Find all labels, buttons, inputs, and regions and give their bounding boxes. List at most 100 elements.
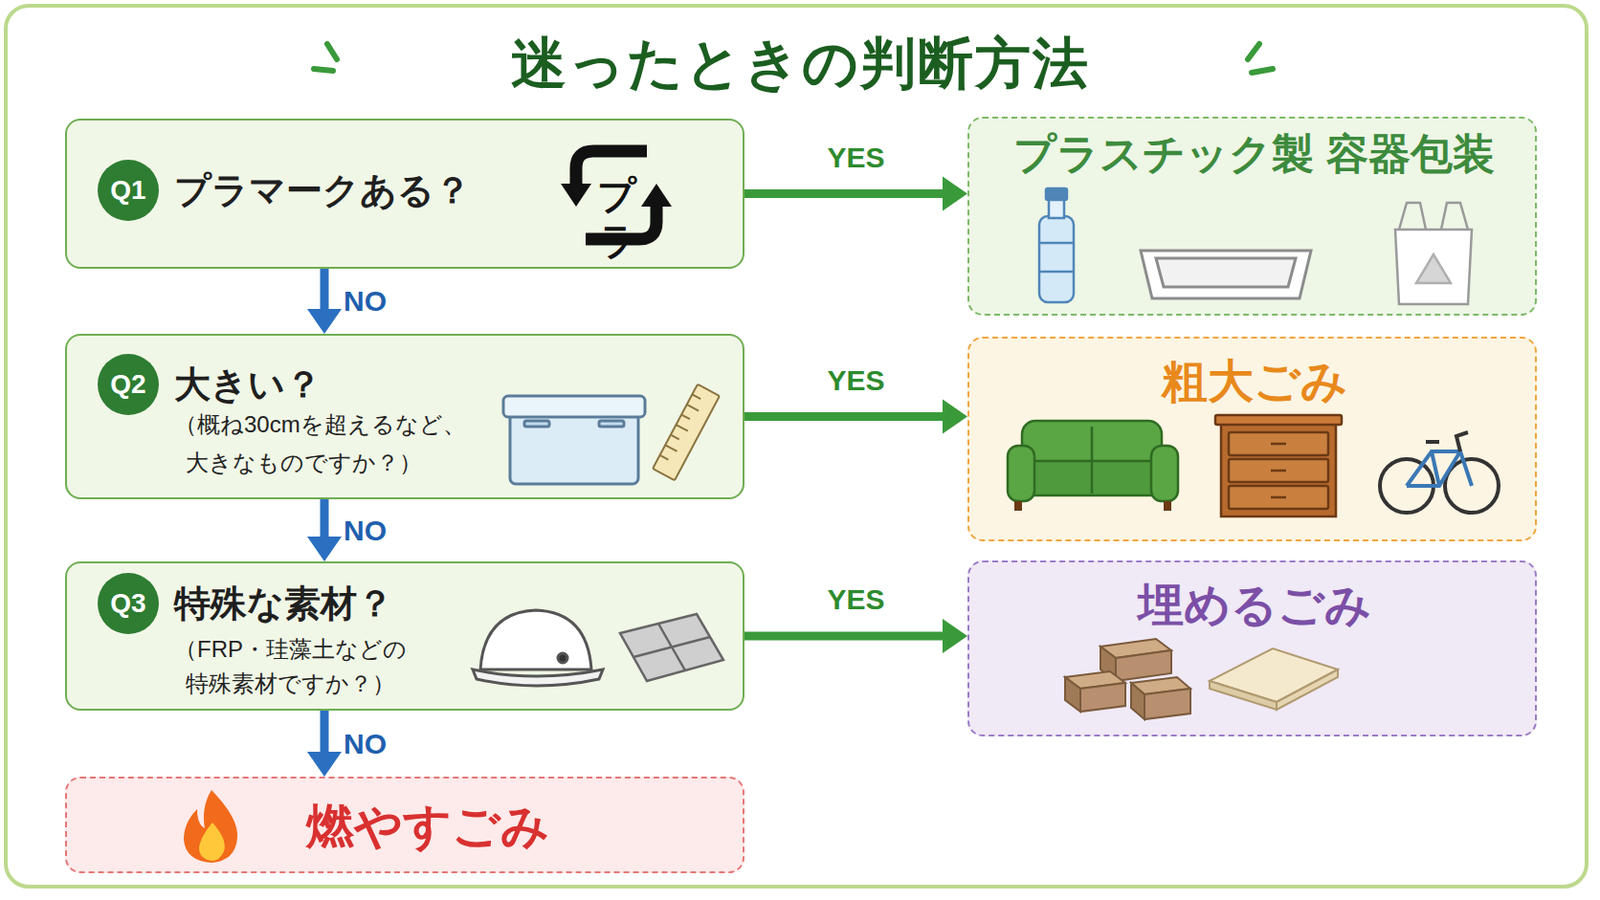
bricks-icon-part xyxy=(1100,646,1116,682)
arrow-line xyxy=(744,412,945,422)
question-badge: Q3 xyxy=(97,573,159,635)
flow-arrow xyxy=(307,268,342,334)
bicycle-icon-part xyxy=(1406,451,1461,487)
node-heading: プラマークある？ xyxy=(174,168,471,213)
helmet-icon xyxy=(472,610,603,687)
title-decoration-part xyxy=(327,44,337,60)
ruler-icon-part xyxy=(660,455,669,461)
drawer-icon-part xyxy=(1228,459,1329,483)
ruler-icon-part xyxy=(670,435,680,441)
question-box: プラマークある？ Q1 xyxy=(65,118,745,269)
flow-arrow xyxy=(744,400,968,435)
bicycle-icon-part xyxy=(1425,440,1440,445)
result-box: 粗大ごみ xyxy=(967,336,1537,542)
storage-box-icon-part xyxy=(503,396,645,418)
title-decoration xyxy=(313,44,1273,73)
node-heading: 大きい？ xyxy=(174,362,322,407)
arrow-line xyxy=(320,711,330,755)
helmet-icon-part xyxy=(472,669,603,687)
result-box: プラスチック製 容器包装 xyxy=(967,116,1537,316)
drawer-icon-part xyxy=(1270,469,1287,473)
bottle-icon-part xyxy=(1045,188,1067,200)
ruler-icon-part xyxy=(665,444,677,452)
helmet-icon-part xyxy=(480,610,592,670)
bricks-icon-part xyxy=(1144,688,1191,720)
drawer-icon xyxy=(1215,415,1342,517)
title-decoration-part xyxy=(1247,44,1260,60)
pla-mark-symbol-part xyxy=(560,183,592,207)
ruler-icon-part xyxy=(691,394,701,400)
plastic-bag-icon-part xyxy=(1399,202,1426,230)
edge-label: YES xyxy=(826,580,885,620)
ruler-icon-part xyxy=(687,404,699,412)
storage-box-icon xyxy=(503,396,645,485)
bicycle-icon xyxy=(1379,432,1499,513)
pla-mark-symbol-part xyxy=(585,204,657,240)
tray-icon-part xyxy=(1140,250,1312,299)
tile-icon-part xyxy=(620,614,724,682)
arrow-head xyxy=(942,400,968,435)
storage-box-icon-part xyxy=(524,421,550,427)
drawer-icon-part xyxy=(1215,415,1342,425)
title-decoration-part xyxy=(1251,68,1273,73)
tile-icon-part xyxy=(633,637,711,658)
bricks-icon-part xyxy=(1080,683,1126,712)
bicycle-icon-part xyxy=(1431,451,1440,487)
flow-arrow xyxy=(307,499,342,562)
node-heading: 特殊な素材？ xyxy=(174,581,394,626)
drawer-icon-part xyxy=(1270,496,1287,500)
arrow-head xyxy=(307,536,342,562)
flame-icon-part xyxy=(183,790,238,864)
tray-icon-part xyxy=(1155,258,1296,288)
node-heading: プラスチック製 容器包装 xyxy=(969,126,1539,182)
bottle-icon-part xyxy=(1039,216,1074,303)
question-box: 特殊な素材？ （FRP・珪藻土などの 特殊素材ですか？）Q3 xyxy=(65,561,745,712)
sofa-icon-part xyxy=(1090,426,1094,494)
bricks-icon-part xyxy=(1131,677,1191,695)
result-box: 埋めるごみ xyxy=(967,560,1537,737)
ruler-icon-part xyxy=(681,415,690,421)
bricks-icon-part xyxy=(1065,671,1126,689)
arrow-line xyxy=(744,632,945,642)
arrow-head xyxy=(307,752,342,778)
plastic-bag-icon-part xyxy=(1416,254,1451,284)
node-heading: Q1 xyxy=(97,159,159,222)
sofa-icon-part xyxy=(1016,461,1170,496)
bicycle-icon-part xyxy=(1444,459,1499,513)
node-heading: 燃やすごみ xyxy=(306,799,550,855)
node-heading: Q3 xyxy=(97,573,159,635)
node-note: （FRP・珪藻土などの 特殊素材ですか？） xyxy=(174,632,596,702)
node-heading: 埋めるごみ xyxy=(969,577,1539,634)
edge-label: NO xyxy=(343,282,387,321)
node-heading: 粗大ごみ xyxy=(969,354,1539,410)
arrow-line xyxy=(320,499,330,539)
bottle-icon-part xyxy=(1039,242,1074,245)
arrow-head xyxy=(942,619,968,654)
bicycle-icon-part xyxy=(1456,432,1468,452)
bricks-icon-part xyxy=(1115,650,1172,682)
edge-label: YES xyxy=(826,138,885,178)
tile-icon-part xyxy=(658,623,686,671)
sofa-icon xyxy=(1007,421,1178,512)
arrow-head xyxy=(307,309,342,334)
arrow-head xyxy=(942,177,968,212)
bricks-icon-part xyxy=(1131,683,1145,720)
ruler-icon-part xyxy=(675,424,688,432)
flow-arrow xyxy=(744,619,968,654)
flow-arrow xyxy=(307,711,342,778)
node-heading: Q2 xyxy=(97,354,159,416)
sofa-icon-part xyxy=(1014,501,1023,512)
bottle-icon xyxy=(1039,188,1074,303)
pla-mark-symbol-part xyxy=(641,183,672,207)
edge-label: NO xyxy=(343,725,387,764)
pla-mark-symbol xyxy=(560,151,672,240)
tray-icon xyxy=(1140,250,1312,299)
sofa-icon-part xyxy=(1022,421,1162,469)
tile-icon xyxy=(620,614,724,682)
board-icon-part xyxy=(1276,669,1338,711)
bricks-icon xyxy=(1065,639,1191,720)
storage-box-icon-part xyxy=(510,413,639,485)
bricks-icon-part xyxy=(1065,677,1081,712)
flame-icon-part xyxy=(199,822,225,862)
